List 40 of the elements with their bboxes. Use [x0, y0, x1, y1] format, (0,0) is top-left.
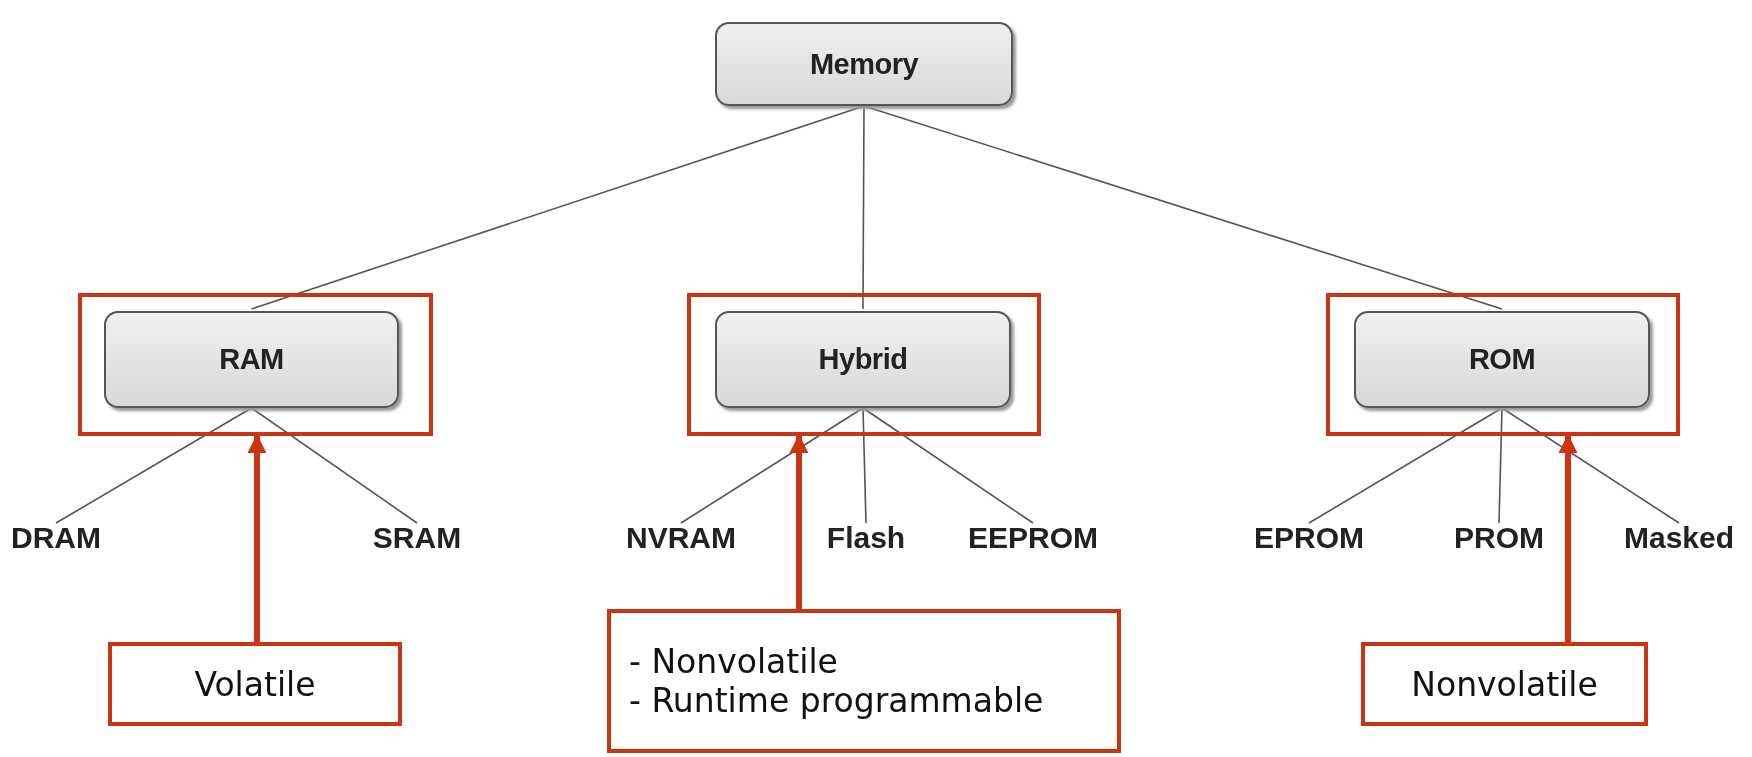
rounded-box	[104, 311, 399, 408]
leaf-label: PROM	[1454, 521, 1544, 555]
connector-line	[55, 407, 253, 524]
note-box	[108, 642, 402, 726]
leaf-label: SRAM	[372, 521, 462, 555]
leaf-label: Flash	[826, 521, 906, 555]
note-text: - Runtime programmable	[629, 681, 1044, 720]
leaf-label: EPROM	[1254, 521, 1364, 555]
box-label: Memory	[809, 47, 919, 81]
box-label: RAM	[219, 343, 284, 376]
connector-line	[863, 105, 1503, 310]
rounded-box	[715, 22, 1013, 106]
highlight-frame	[78, 293, 433, 436]
highlight-frame	[1326, 293, 1680, 436]
arrow	[789, 434, 809, 609]
leaf-label: EEPROM	[968, 521, 1098, 555]
arrow	[1558, 434, 1578, 642]
connector-line	[862, 407, 867, 524]
note-box	[1361, 642, 1648, 726]
rounded-box	[1354, 311, 1650, 408]
box-label: Hybrid	[818, 343, 908, 376]
leaf-label: Masked	[1623, 521, 1735, 555]
connector-line	[862, 105, 865, 310]
highlight-frame	[687, 293, 1041, 436]
leaf-label: DRAM	[11, 521, 101, 555]
leaf-label: NVRAM	[626, 521, 736, 555]
connector-line	[862, 407, 1034, 524]
connector-line	[1308, 407, 1503, 524]
note-text: Volatile	[194, 664, 316, 704]
connector-line	[1501, 407, 1680, 524]
rounded-box	[715, 311, 1011, 408]
connector-line	[1498, 407, 1503, 524]
connector-line	[250, 407, 418, 524]
note-text: Nonvolatile	[1411, 664, 1598, 704]
arrow	[247, 434, 267, 642]
box-label: ROM	[1468, 343, 1536, 376]
note-text: - Nonvolatile	[629, 642, 838, 681]
connector-line	[250, 105, 865, 310]
connector-line	[680, 407, 864, 524]
note-box	[607, 609, 1121, 753]
